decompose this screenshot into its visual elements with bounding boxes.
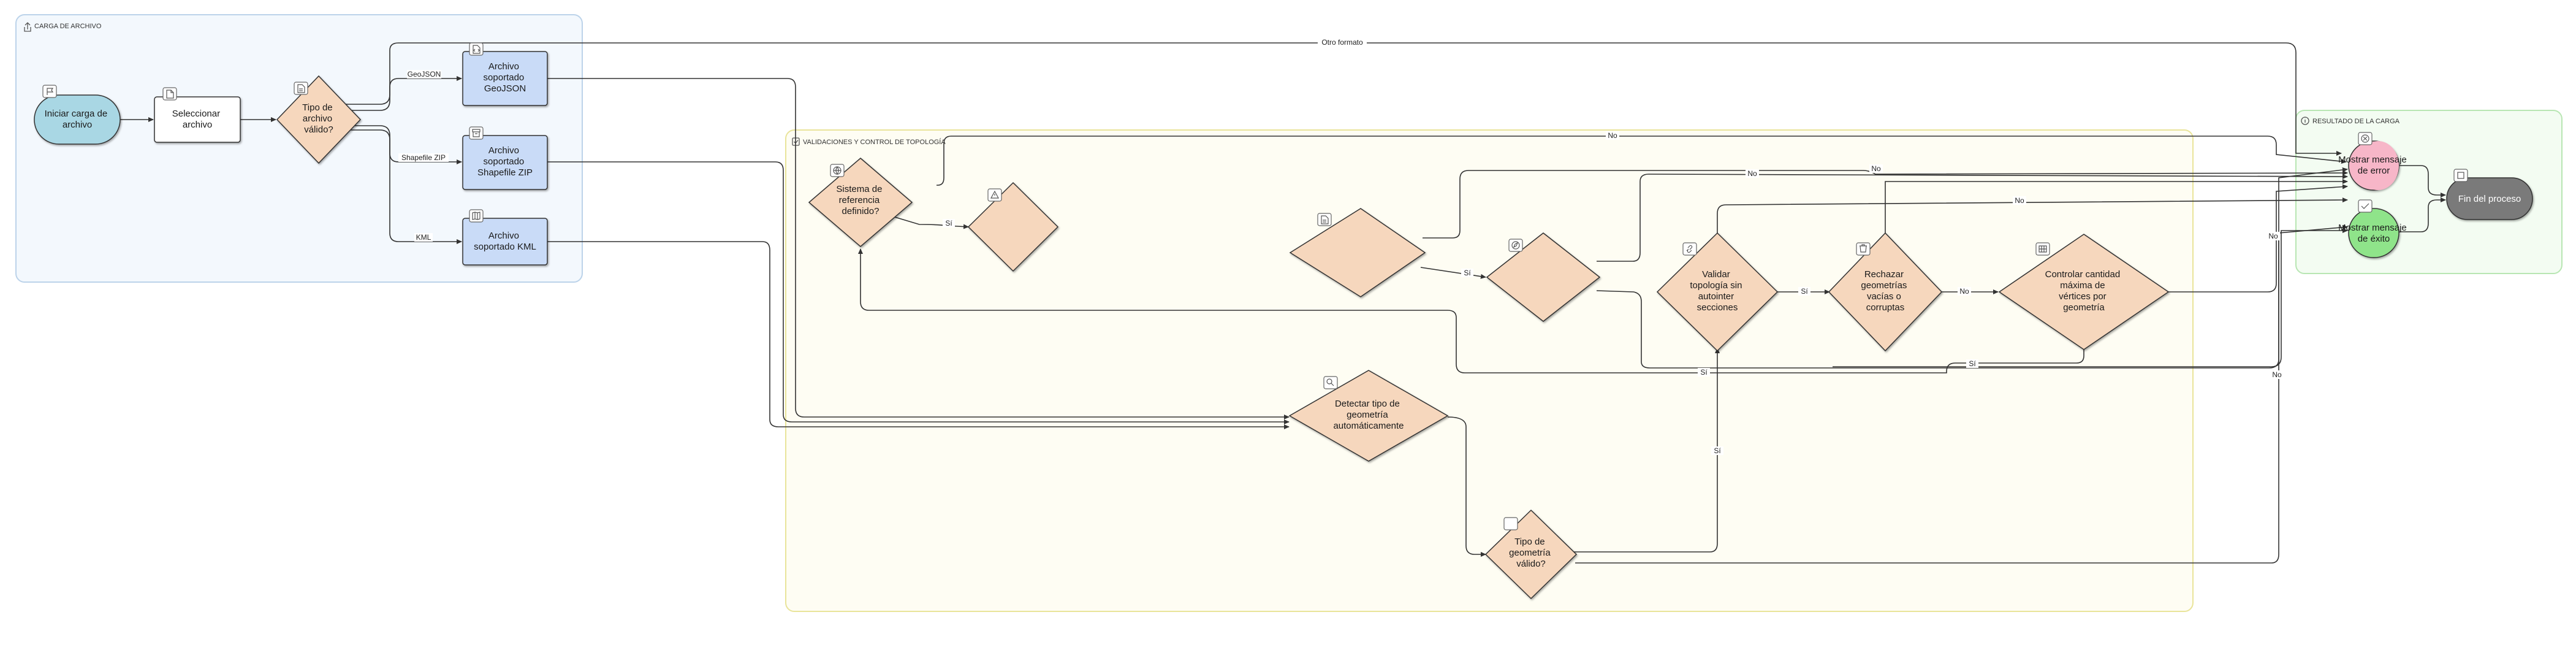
node-seleccionar[interactable]: Seleccionar archivo <box>154 87 241 143</box>
globe-icon <box>830 164 845 177</box>
edge-exito-fin <box>2399 197 2446 232</box>
file-icon <box>162 87 177 101</box>
lane-carga-title: CARGA DE ARCHIVO <box>34 23 102 30</box>
edge-validar-no <box>1717 197 2348 233</box>
edge-label-si-5: Sí <box>1700 368 1708 377</box>
node-validar-topo-text: Validar topología sin autointer seccione… <box>1690 269 1744 313</box>
edge-label-no-7: No <box>2272 370 2282 379</box>
edge-d1-si <box>1420 267 1486 279</box>
node-exito-text: Mostrar mensaje de éxito <box>2338 223 2409 244</box>
edge-label-no-5: No <box>1959 287 1969 296</box>
node-kml[interactable]: Archivo soportado KML <box>462 209 548 266</box>
node-sistema-ref-text: Sistema de referencia definido? <box>836 184 884 216</box>
node-tipo-archivo[interactable]: Tipo de archivo válido? <box>276 75 362 164</box>
edge-label-no-2: No <box>1747 169 1757 178</box>
edge-label-no-4: No <box>2015 196 2024 205</box>
edge-label-otro-formato: Otro formato <box>1321 38 1363 47</box>
edge-label-no-1: No <box>1608 131 1617 140</box>
edge-d2-no <box>1597 174 2348 262</box>
node-diamond-empty-2[interactable] <box>1289 208 1426 297</box>
edge-error-fin <box>2399 165 2446 197</box>
nodes: Iniciar carga de archivo Seleccionar arc… <box>34 42 2533 600</box>
lane-validaciones-title: VALIDACIONES Y CONTROL DE TOPOLOGÍA <box>803 138 946 146</box>
node-diamond-empty-3[interactable] <box>1486 232 1601 322</box>
node-fin-text: Fin del proceso <box>2458 194 2521 204</box>
edge-si-to-exito <box>1833 228 2348 367</box>
trash-icon <box>1856 242 1871 256</box>
node-rechazar-text: Rechazar geometrías vacías o corruptas <box>1861 269 1909 313</box>
edge-d2-si <box>1596 224 2348 369</box>
check-icon <box>2358 199 2373 213</box>
node-seleccionar-text: Seleccionar archivo <box>172 109 223 130</box>
edge-tipo-kml <box>338 129 462 244</box>
stop-icon <box>2453 169 2468 182</box>
node-inicio-text: Iniciar carga de archivo <box>45 109 110 130</box>
node-kml-text: Archivo soportado KML <box>474 231 536 252</box>
node-error-text: Mostrar mensaje de error <box>2338 155 2409 176</box>
node-geojson-text: Archivo soportado GeoJSON <box>484 61 527 94</box>
edge-label-si-3: Sí <box>1801 287 1808 296</box>
edge-label-no-6: No <box>2268 232 2278 240</box>
node-detectar-text: Detectar tipo de geometría automáticamen… <box>1333 399 1404 431</box>
square-icon <box>1503 517 1518 530</box>
grid-icon <box>2035 242 2050 256</box>
lane-validaciones: VALIDACIONES Y CONTROL DE TOPOLOGÍA <box>785 129 2194 612</box>
edge-kml-detectar <box>547 241 1290 429</box>
edge-shapefile-detectar <box>547 161 1290 424</box>
edge-label-si-6: Sí <box>1714 446 1721 455</box>
flag-icon <box>42 85 57 98</box>
node-rechazar[interactable]: Rechazar geometrías vacías o corruptas <box>1828 232 1943 352</box>
edge-tipogeom-no <box>1575 167 2348 564</box>
node-inicio[interactable]: Iniciar carga de archivo <box>34 85 121 145</box>
edge-label-shapefile: Shapefile ZIP <box>401 153 446 162</box>
node-error[interactable]: Mostrar mensaje de error <box>2338 132 2409 191</box>
node-validar-topo[interactable]: Validar topología sin autointer seccione… <box>1656 232 1779 352</box>
edge-tipogeom-validar <box>1573 348 1720 553</box>
edge-controlar-si <box>858 248 2084 373</box>
node-shapefile[interactable]: Archivo soportado Shapefile ZIP <box>462 126 548 190</box>
node-geojson[interactable]: Archivo soportado GeoJSON <box>462 42 548 106</box>
edge-label-si-1: Sí <box>945 219 952 228</box>
edge-detectar-tipogeom <box>1447 416 1486 557</box>
archive-icon <box>469 126 484 140</box>
file-code-icon <box>469 42 484 56</box>
edges <box>120 42 2446 564</box>
document-icon <box>294 82 308 95</box>
edge-geojson-detectar <box>547 78 1290 419</box>
edge-sistema-no <box>937 136 2347 186</box>
lane-resultado-title: RESULTADO DE LA CARGA <box>2312 118 2400 125</box>
info-icon <box>2301 117 2309 125</box>
warning-icon <box>987 188 1002 202</box>
node-sistema-ref[interactable]: Sistema de referencia definido? <box>808 158 913 247</box>
lane-carga: CARGA DE ARCHIVO <box>15 14 583 283</box>
edge-label-geojson: GeoJSON <box>408 70 441 78</box>
edge-labels: GeoJSON Shapefile ZIP KML Otro formato N… <box>398 38 2284 455</box>
node-tipo-geom-text: Tipo de geometría válido? <box>1509 537 1553 569</box>
upload-icon <box>24 22 31 32</box>
edge-tipo-otro-formato <box>338 42 2342 156</box>
node-diamond-empty-1[interactable] <box>967 182 1059 272</box>
node-tipo-geom[interactable]: Tipo de geometría válido? <box>1484 509 1578 600</box>
node-shapefile-text: Archivo soportado Shapefile ZIP <box>477 145 533 178</box>
document-icon <box>1317 213 1332 226</box>
edge-label-si-4: Sí <box>1969 359 1976 368</box>
compass-icon <box>1508 239 1523 252</box>
x-circle-icon <box>2358 132 2373 145</box>
search-icon <box>1323 376 1338 389</box>
node-controlar[interactable]: Controlar cantidad máxima de vértices po… <box>1998 234 2170 350</box>
node-detectar[interactable]: Detectar tipo de geometría automáticamen… <box>1288 370 1449 462</box>
edge-controlar-no <box>2168 184 2348 293</box>
node-tipo-archivo-text: Tipo de archivo válido? <box>302 102 335 135</box>
node-fin[interactable]: Fin del proceso <box>2446 169 2533 220</box>
link-icon <box>1682 242 1697 256</box>
node-exito[interactable]: Mostrar mensaje de éxito <box>2338 199 2409 258</box>
edge-label-kml: KML <box>416 233 431 242</box>
edge-rechazar-no-top <box>1885 179 2348 233</box>
map-icon <box>469 209 484 223</box>
edge-label-si-2: Sí <box>1464 269 1471 277</box>
node-controlar-text: Controlar cantidad máxima de vértices po… <box>2045 269 2123 313</box>
edge-label-no-3: No <box>1871 164 1881 173</box>
